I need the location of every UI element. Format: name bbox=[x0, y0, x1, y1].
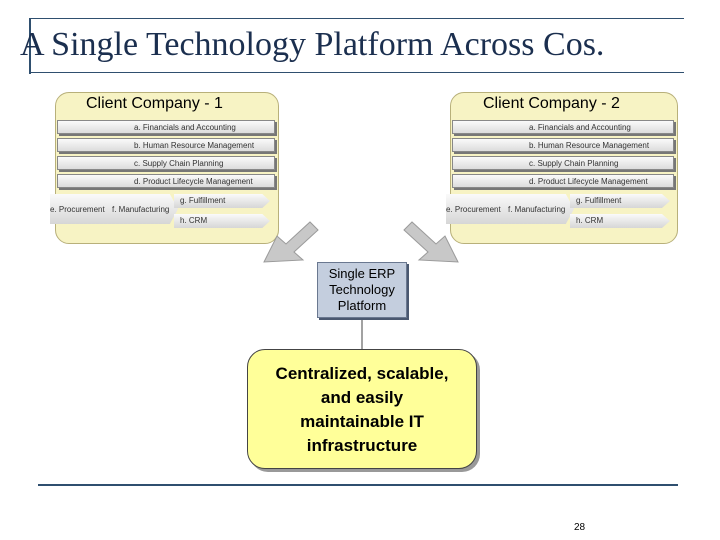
company1-bar-crm: h. CRM bbox=[174, 214, 270, 228]
erp-line-2: Technology bbox=[329, 282, 395, 297]
company1-bar-fulfillment: g. Fulfillment bbox=[174, 194, 270, 208]
title-rule-top bbox=[29, 18, 684, 19]
title-rule-left bbox=[29, 18, 31, 74]
company2-bar-financials: a. Financials and Accounting bbox=[452, 120, 674, 134]
title-rule-bottom bbox=[29, 72, 684, 73]
erp-line-3: Platform bbox=[337, 298, 387, 313]
single-erp-platform-box: Single ERP Technology Platform bbox=[317, 262, 407, 318]
company1-bar-supply-chain: c. Supply Chain Planning bbox=[57, 156, 275, 170]
company1-bar-financials: a. Financials and Accounting bbox=[57, 120, 275, 134]
arrow-right-icon bbox=[403, 221, 459, 263]
company2-manufacturing-label: f. Manufacturing bbox=[508, 205, 566, 214]
company2-bar-supply-chain: c. Supply Chain Planning bbox=[452, 156, 674, 170]
company1-bar-hr: b. Human Resource Management bbox=[57, 138, 275, 152]
company1-bar-plm: d. Product Lifecycle Management bbox=[57, 174, 275, 188]
company1-chevron-manufacturing bbox=[110, 194, 178, 224]
arrow-left-icon bbox=[263, 221, 319, 263]
infra-line-1: Centralized, scalable, bbox=[275, 364, 449, 383]
company2-bar-crm: h. CRM bbox=[570, 214, 670, 228]
page-number: 28 bbox=[574, 522, 586, 533]
erp-line-1: Single ERP bbox=[328, 266, 396, 281]
company1-procurement-label: e. Procurement bbox=[50, 205, 105, 214]
company2-bar-plm: d. Product Lifecycle Management bbox=[452, 174, 674, 188]
company1-chevron-procurement bbox=[50, 194, 120, 224]
infrastructure-box: Centralized, scalable, and easily mainta… bbox=[247, 349, 477, 469]
client-company-1-label: Client Company - 1 bbox=[86, 95, 223, 112]
slide-title: A Single Technology Platform Across Cos. bbox=[20, 26, 605, 63]
company2-chevron-manufacturing bbox=[506, 194, 574, 224]
infra-line-3: maintainable IT bbox=[300, 412, 424, 431]
company2-bar-fulfillment: g. Fulfillment bbox=[570, 194, 670, 208]
client-company-2-label: Client Company - 2 bbox=[483, 95, 620, 112]
company2-bar-hr: b. Human Resource Management bbox=[452, 138, 674, 152]
company1-manufacturing-label: f. Manufacturing bbox=[112, 205, 170, 214]
company2-chevron-procurement bbox=[446, 194, 516, 224]
company2-procurement-label: e. Procurement bbox=[446, 205, 501, 214]
infra-line-4: infrastructure bbox=[306, 436, 418, 455]
infra-line-2: and easily bbox=[320, 388, 404, 407]
footer-rule bbox=[38, 484, 678, 486]
